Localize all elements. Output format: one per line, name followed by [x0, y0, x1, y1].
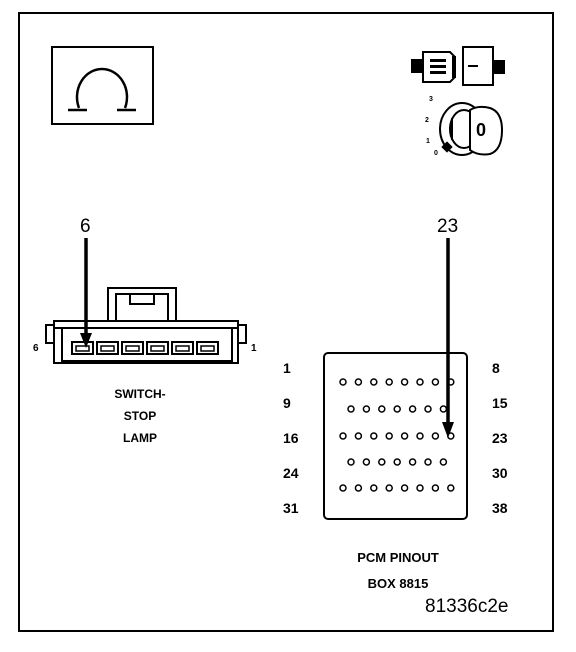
key-position-2: 2	[425, 117, 429, 124]
cavity-1	[196, 341, 219, 355]
pcm-pin-29	[424, 458, 432, 466]
pcm-caption-line-2: BOX 8815	[367, 576, 429, 591]
callout-arrow-23	[442, 238, 454, 438]
pcm-pin-32	[354, 484, 363, 492]
pcm-pin-25	[362, 458, 371, 466]
cavity-3	[146, 341, 169, 355]
pcm-pin-20	[400, 432, 409, 440]
connector-cavities	[71, 341, 219, 355]
pcm-pin-21	[416, 432, 424, 440]
pcm-pin-grid	[339, 378, 455, 492]
pcm-pin-26	[378, 458, 386, 466]
pcm-pin-1	[339, 378, 347, 386]
pcm-row-end-5: 38	[492, 500, 508, 516]
key-position-0: 0	[434, 150, 438, 157]
pcm-pin-9	[347, 405, 355, 413]
pcm-connector-body	[323, 352, 468, 520]
key-position-1: 1	[426, 138, 430, 145]
pcm-pin-6	[416, 378, 424, 386]
pcm-pin-3	[370, 378, 378, 386]
callout-arrow-6	[80, 238, 92, 348]
pcm-pin-13	[408, 405, 417, 413]
pcm-pin-12	[393, 405, 401, 413]
pcm-row-start-4: 24	[283, 465, 299, 481]
pcm-pin-37	[431, 484, 440, 492]
connector-caption-line-3: LAMP	[123, 431, 157, 445]
pcm-pin-16	[339, 432, 347, 440]
pcm-pin-24	[347, 458, 355, 466]
pcm-pin-7	[431, 378, 440, 386]
pcm-row-start-5: 31	[283, 500, 299, 516]
pcm-row-end-2: 15	[492, 395, 508, 411]
connector-pin-label-left: 6	[33, 343, 39, 354]
pcm-pin-38	[447, 484, 455, 492]
pcm-caption-line-1: PCM PINOUT	[357, 550, 439, 565]
cavity-5	[96, 341, 119, 355]
connector-caption-line-2: STOP	[123, 409, 157, 423]
pcm-pin-34	[385, 484, 393, 492]
pcm-pin-10	[362, 405, 371, 413]
pcm-pin-22	[431, 432, 440, 440]
pcm-pin-27	[393, 458, 401, 466]
connector-disconnect-icon	[411, 46, 505, 86]
pcm-pin-15	[439, 405, 448, 413]
pcm-row-start-1: 1	[283, 360, 291, 376]
pcm-pin-30	[439, 458, 448, 466]
diagram-frame	[18, 12, 554, 632]
callout-label-6: 6	[80, 216, 91, 237]
pcm-pin-19	[385, 432, 393, 440]
pcm-pin-5	[400, 378, 409, 386]
pcm-pin-35	[400, 484, 409, 492]
pcm-pin-17	[354, 432, 363, 440]
pcm-pin-4	[385, 378, 393, 386]
cavity-4	[121, 341, 144, 355]
pcm-pin-14	[424, 405, 432, 413]
pcm-row-start-2: 9	[283, 395, 291, 411]
ignition-key-icon	[439, 102, 504, 156]
pcm-pin-18	[370, 432, 378, 440]
pcm-pin-28	[408, 458, 417, 466]
cavity-2	[171, 341, 194, 355]
callout-label-23: 23	[437, 216, 459, 237]
pcm-row-end-1: 8	[492, 360, 500, 376]
ohmmeter-icon	[51, 46, 154, 125]
pcm-pin-33	[370, 484, 378, 492]
pcm-row-end-3: 23	[492, 430, 508, 446]
pcm-pin-36	[416, 484, 424, 492]
connector-pin-label-right: 1	[251, 343, 257, 354]
pcm-pin-11	[378, 405, 386, 413]
pcm-pin-31	[339, 484, 347, 492]
pcm-row-end-4: 30	[492, 465, 508, 481]
cavity-6	[71, 341, 94, 355]
connector-caption-line-1: SWITCH-	[114, 387, 166, 401]
key-position-3: 3	[429, 96, 433, 103]
figure-reference: 81336c2e	[425, 596, 509, 617]
pcm-row-start-3: 16	[283, 430, 299, 446]
key-head-label: 0	[476, 120, 487, 140]
pcm-pin-2	[354, 378, 363, 386]
